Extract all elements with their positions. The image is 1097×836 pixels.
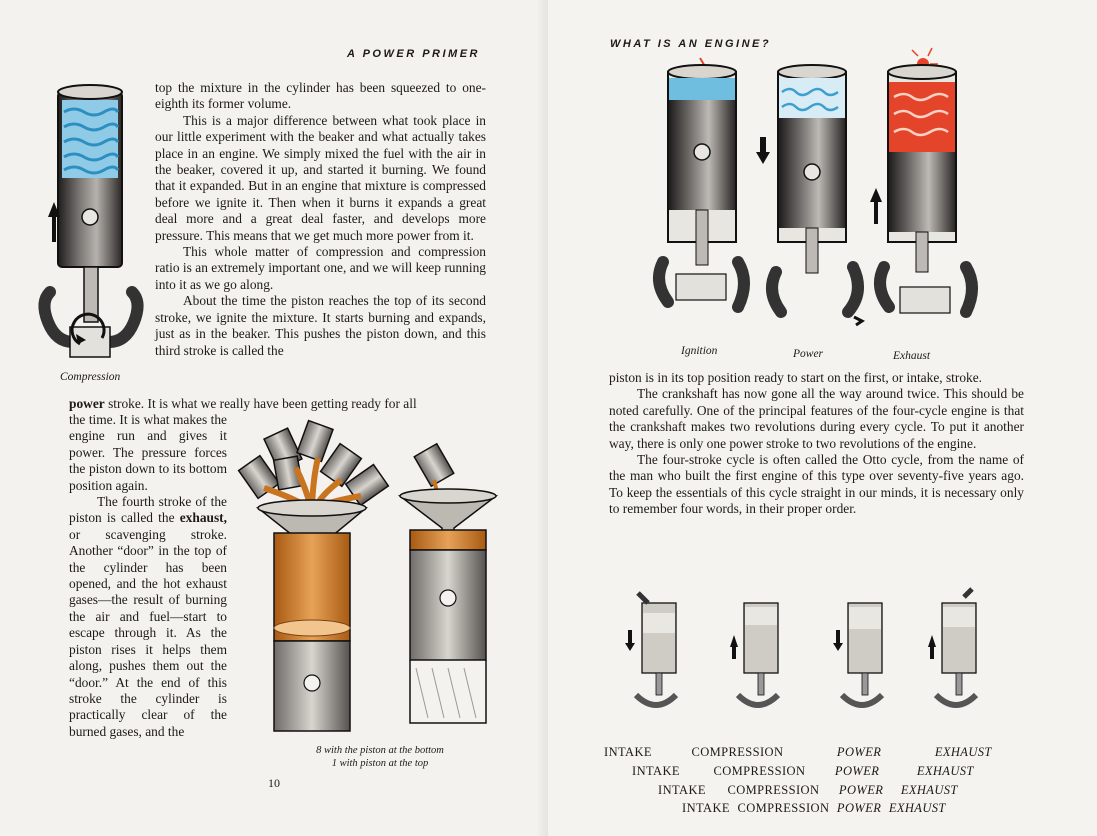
left-paragraph-2: This is a major difference between what … [155, 112, 486, 243]
word-compression: COMPRESSION [737, 801, 830, 815]
word-exhaust: EXHAUST [888, 801, 946, 815]
small-intake-piston [625, 591, 679, 708]
left-text-top: top the mixture in the cylinder has been… [155, 80, 486, 359]
word-intake: INTAKE [658, 783, 706, 797]
small-compression-piston [730, 602, 781, 708]
right-paragraph-3: The four-stroke cycle is often called th… [609, 452, 1024, 517]
left-text-column: the time. It is what makes the engine ru… [69, 412, 227, 740]
right-paragraph-2: The crankshaft has now gone all the way … [609, 386, 1024, 451]
words-row-4: INTAKE COMPRESSION POWER EXHAUST [682, 801, 946, 816]
word-power: POWER [836, 745, 882, 759]
word-exhaust: EXHAUST [934, 745, 992, 759]
compression-piston-illustration [38, 84, 144, 358]
running-head-right: WHAT IS AN ENGINE? [610, 38, 772, 50]
word-exhaust: EXHAUST [900, 783, 958, 797]
word-compression: COMPRESSION [727, 783, 820, 797]
word-compression: COMPRESSION [691, 745, 784, 759]
word-intake: INTAKE [604, 745, 652, 759]
left-paragraph-5a: The fourth stroke of the piston is calle… [69, 494, 227, 526]
word-power: POWER [838, 783, 884, 797]
left-paragraph-3: This whole matter of compression and com… [155, 244, 486, 292]
words-row-1: INTAKE COMPRESSION POWER EXHAUST [604, 745, 992, 760]
caption-exhaust: Exhaust [893, 350, 931, 362]
caption-power: Power [793, 348, 824, 360]
left-paragraph-4b-start: stroke. It is what we really have been g… [108, 396, 417, 411]
caption-ignition: Ignition [681, 345, 718, 357]
left-page: A POWER PRIMER Compression top the mixtu… [0, 0, 548, 836]
left-paragraph-1: top the mixture in the cylinder has been… [155, 80, 486, 112]
page-number-left: 10 [268, 776, 280, 790]
right-page: WHAT IS AN ENGINE? [548, 0, 1097, 836]
power-piston [756, 64, 865, 327]
word-power: POWER [834, 764, 880, 778]
fuel-cylinders-illustration [237, 419, 499, 732]
left-text-power: power stroke. It is what we really have … [69, 396, 487, 412]
word-exhaust: EXHAUST [916, 764, 974, 778]
beakers-caption-line-2: 1 with piston at the top [331, 758, 429, 769]
left-paragraph-4-line: power stroke. It is what we really have … [69, 396, 487, 412]
words-row-2: INTAKE COMPRESSION POWER EXHAUST [632, 764, 974, 779]
ignition-piston [653, 57, 750, 313]
right-paragraph-1: piston is in its top position ready to s… [609, 370, 983, 385]
word-intake: INTAKE [632, 764, 680, 778]
ignition-power-exhaust-illustration [653, 47, 978, 327]
running-head-left: A POWER PRIMER [347, 48, 480, 60]
power-bold: power [69, 396, 105, 411]
exhaust-piston [870, 47, 978, 318]
four-stroke-small-illustration [625, 587, 979, 708]
left-paragraph-5b: or scavenging stroke. Another “door” in … [69, 526, 227, 739]
left-paragraph-4b: the time. It is what makes the engine ru… [69, 412, 227, 493]
beakers-caption-line-1: 8 with the piston at the bottom [316, 745, 444, 756]
word-power: POWER [836, 801, 882, 815]
small-power-piston [833, 602, 885, 708]
word-intake: INTAKE [682, 801, 730, 815]
caption-compression: Compression [60, 371, 121, 383]
beakers-caption: 8 with the piston at the bottom 1 with p… [288, 744, 472, 770]
word-compression: COMPRESSION [713, 764, 806, 778]
left-paragraph-5: The fourth stroke of the piston is calle… [69, 494, 227, 740]
left-paragraph-4a: About the time the piston reaches the to… [155, 293, 486, 358]
words-row-3: INTAKE COMPRESSION POWER EXHAUST [658, 783, 958, 798]
small-exhaust-piston [928, 587, 979, 708]
exhaust-bold: exhaust, [179, 510, 227, 526]
right-text: piston is in its top position ready to s… [609, 370, 1024, 518]
